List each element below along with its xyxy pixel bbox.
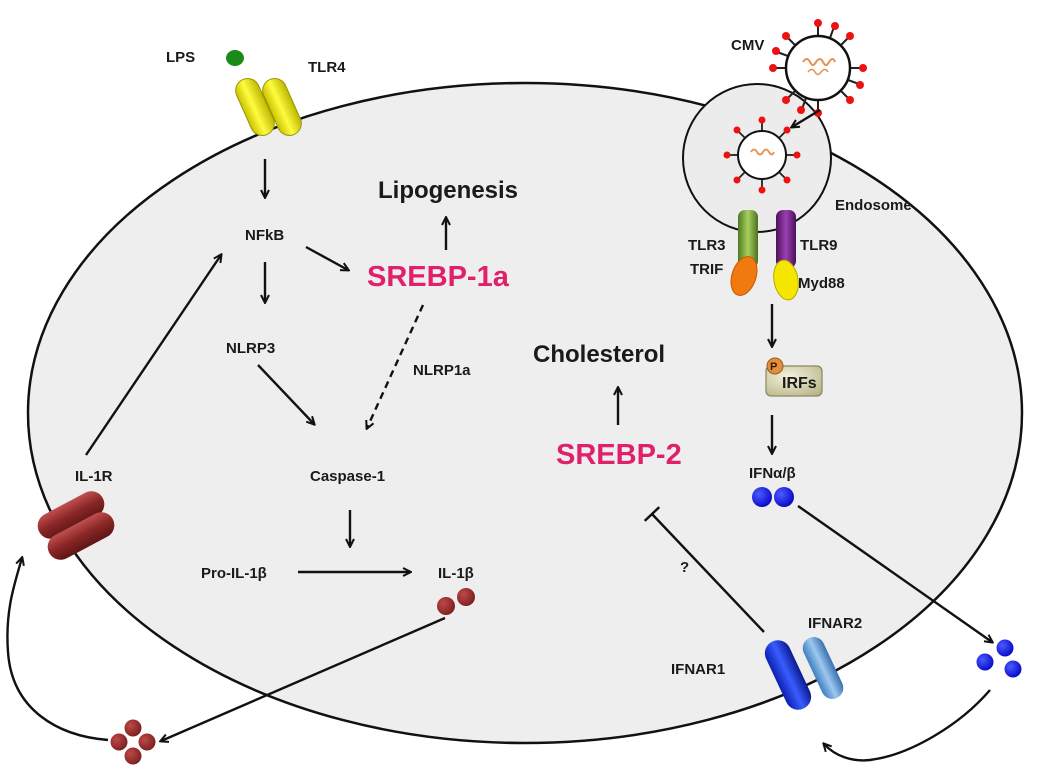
label-il1b: IL-1β — [438, 565, 474, 582]
label-irfs: IRFs — [782, 375, 817, 392]
ifnar2-receptor-icon — [802, 637, 844, 699]
arrow-srebp1a-caspase1-dashed — [367, 304, 425, 428]
secreted-il1b-icon — [110, 719, 156, 765]
trif-adaptor-icon — [730, 256, 758, 296]
label-pro-il1b: Pro-IL-1β — [201, 565, 267, 582]
ifnar1-receptor-icon — [764, 640, 812, 710]
label-tlr9: TLR9 — [800, 237, 838, 254]
il1b-cytokine-icon — [437, 588, 475, 615]
tlr3-receptor-icon — [738, 210, 758, 268]
label-nlrp3: NLRP3 — [226, 340, 275, 357]
arrow-cmv-endosome — [792, 108, 821, 127]
arrow-ifn-secretion — [797, 505, 992, 642]
arrow-il1b-secretion — [161, 616, 446, 741]
label-il1r: IL-1R — [75, 468, 113, 485]
il1r-receptor-icon — [37, 491, 115, 560]
label-question: ? — [680, 559, 689, 576]
irfs-box — [765, 365, 823, 397]
label-nlrp1a: NLRP1a — [413, 362, 471, 379]
label-endosome: Endosome — [835, 197, 912, 214]
label-p: P — [770, 361, 777, 373]
label-srebp2: SREBP-2 — [556, 439, 682, 471]
label-ifnar1: IFNAR1 — [671, 661, 725, 678]
label-cmv: CMV — [731, 37, 764, 54]
tlr9-receptor-icon — [776, 210, 796, 268]
label-myd88: Myd88 — [798, 275, 845, 292]
label-ifn: IFNα/β — [749, 465, 796, 482]
tlr4-receptor-icon — [235, 78, 302, 136]
ifn-cytokine-icon — [752, 487, 794, 507]
label-cholesterol: Cholesterol — [533, 341, 665, 368]
endosome-cmv-icon — [723, 116, 801, 194]
cmv-virus-icon — [769, 19, 867, 117]
arrow-nfkb-srebp1a — [305, 245, 348, 270]
label-tlr3: TLR3 — [688, 237, 726, 254]
phospho-icon — [766, 357, 784, 375]
secreted-ifn-icon — [976, 639, 1022, 678]
label-caspase1: Caspase-1 — [310, 468, 385, 485]
arrow-ifn-to-ifnar — [824, 689, 991, 762]
label-nfkb: NFkB — [245, 227, 284, 244]
label-trif: TRIF — [690, 261, 723, 278]
arrow-il1b-to-il1r — [6, 558, 109, 742]
arrow-il1r-nfkb — [85, 255, 221, 456]
label-lipogenesis: Lipogenesis — [378, 177, 518, 204]
lps-molecule-icon — [226, 50, 244, 66]
label-ifnar2: IFNAR2 — [808, 615, 862, 632]
myd88-adaptor-icon — [773, 259, 799, 301]
label-tlr4: TLR4 — [308, 59, 346, 76]
cell-membrane — [26, 81, 1024, 745]
inhibition-ifnar-srebp2 — [643, 506, 765, 633]
label-srebp1a: SREBP-1a — [367, 261, 510, 293]
arrow-nlrp3-caspase1 — [257, 364, 314, 424]
label-lps: LPS — [166, 49, 195, 66]
